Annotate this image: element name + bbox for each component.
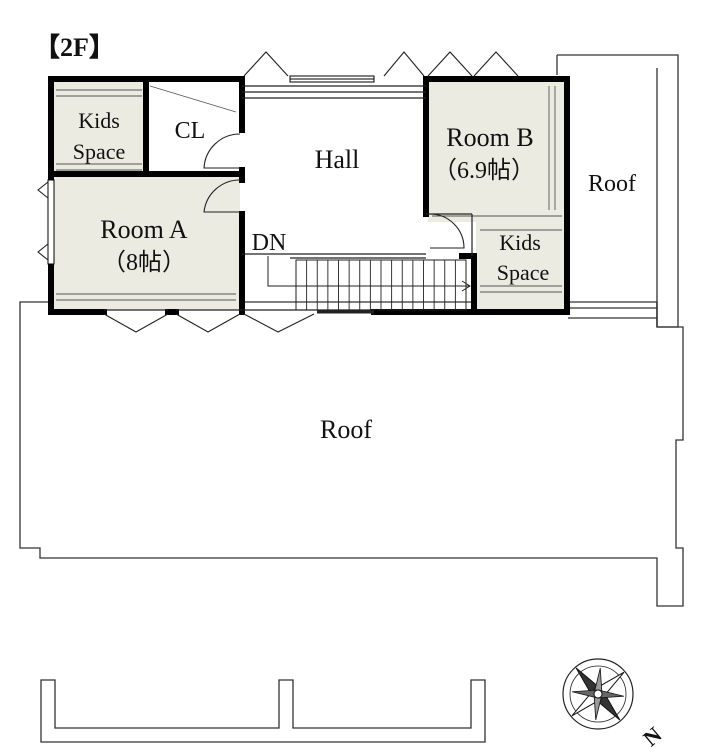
kids-space-a-line2: Space [73,139,126,164]
roof-right-label: Roof [588,171,636,197]
room-a-line2: （8帖） [102,249,186,276]
room-b-line2: （6.9帖） [433,157,535,184]
windows [47,75,375,265]
room-fills [52,82,566,310]
kids-space-b-line1: Kids [499,230,541,255]
walls [48,76,570,315]
room-b-line1: Room B [446,123,533,152]
stair-treads [306,260,456,310]
floor-label: 【2F】 [34,33,115,62]
hall-label: Hall [315,145,360,174]
kids-space-b-line2: Space [497,260,550,285]
kids-space-a-line1: Kids [78,108,120,133]
stairs-arrow [267,256,471,292]
doors [37,51,519,333]
roof-main-label: Roof [320,415,372,444]
compass-north-label: N [638,722,666,751]
built-in-lines [56,85,562,301]
compass-rose [562,658,634,730]
room-a-line1: Room A [100,215,188,244]
roof-outlines [19,54,684,743]
closet-label: CL [175,118,206,144]
stairs-dn-label: DN [252,230,287,256]
thin-lines [104,85,473,314]
